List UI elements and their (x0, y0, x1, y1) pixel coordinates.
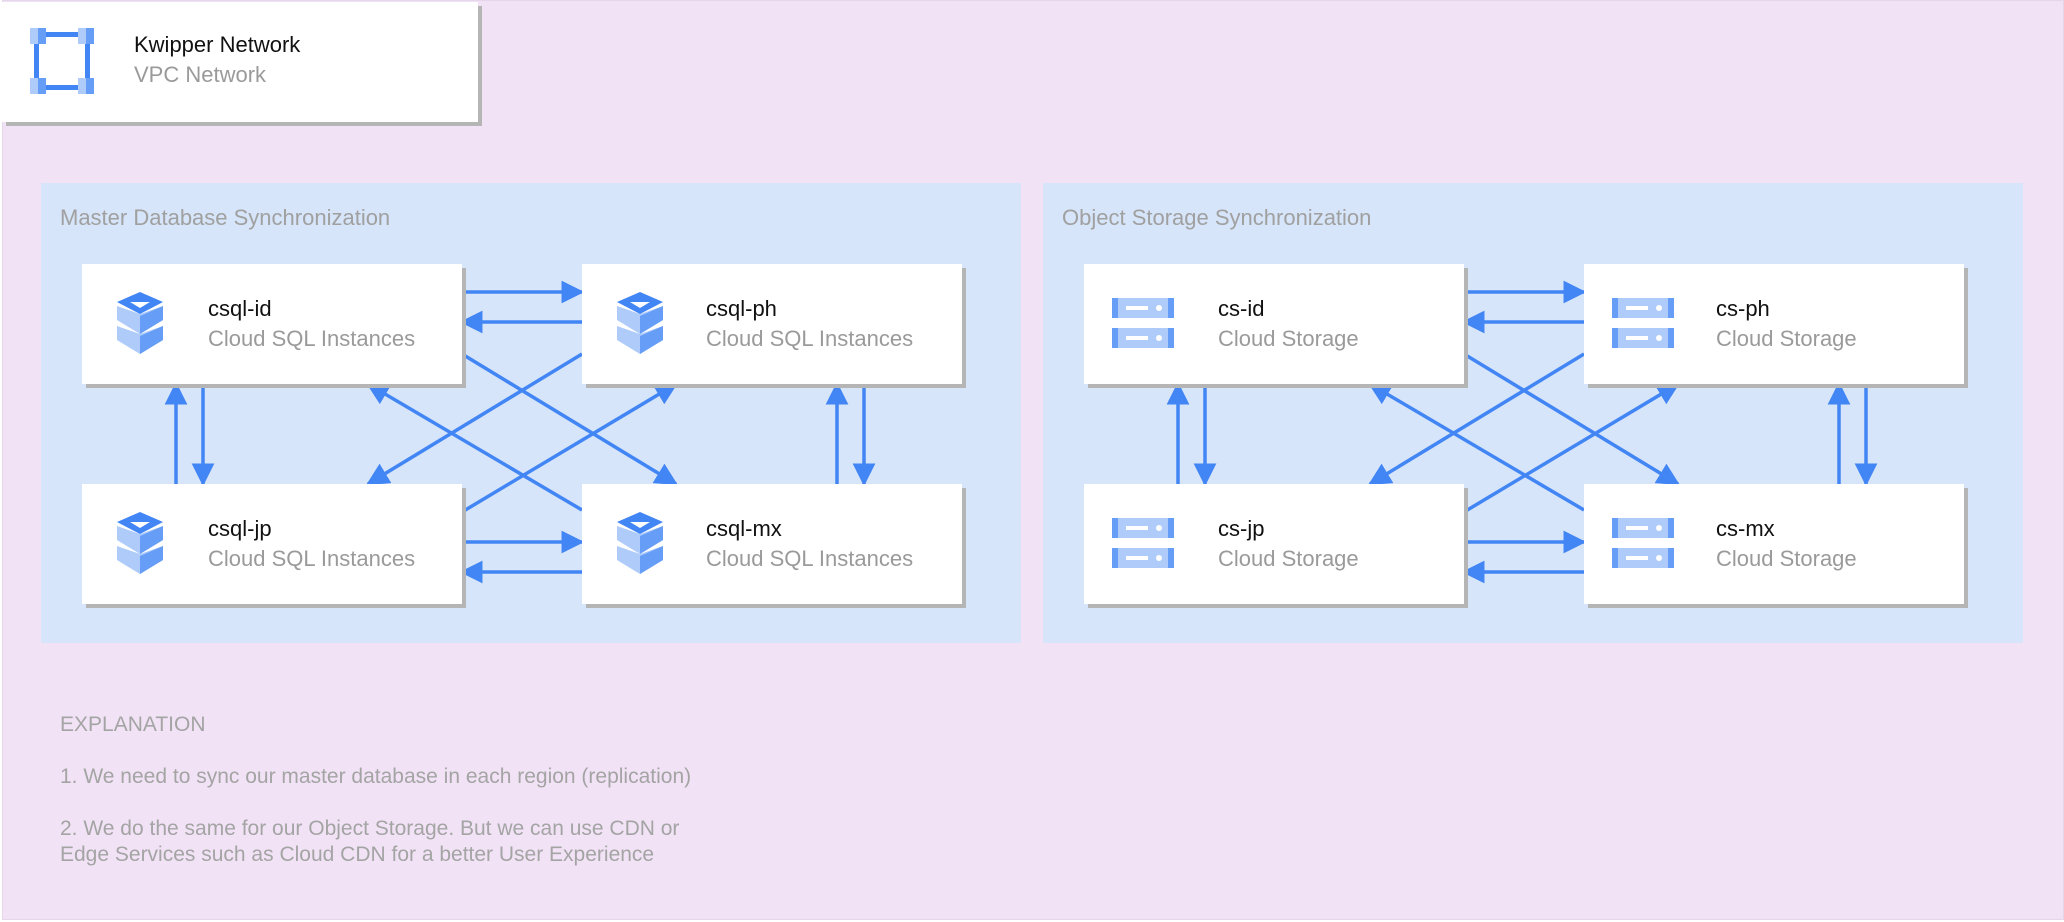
cloud-storage-icon (1612, 298, 1674, 348)
node-subtitle: Cloud Storage (1218, 546, 1359, 571)
node-subtitle: Cloud Storage (1716, 546, 1857, 571)
storage-arrow-mx-to-id (1368, 382, 1585, 512)
node-title: cs-mx (1716, 516, 1775, 541)
node-title: cs-ph (1716, 296, 1770, 321)
sql-arrow-mx-to-id (366, 382, 583, 512)
sql-arrow-jp-to-ph (461, 382, 678, 514)
explanation-heading: EXPLANATION (60, 713, 206, 736)
node-csql-mx[interactable]: csql-mx Cloud SQL Instances (582, 484, 962, 604)
sql-arrow-id-to-mx (461, 352, 678, 486)
vpc-network-subtitle: VPC Network (134, 62, 267, 87)
object-storage-group-label: Object Storage Synchronization (1062, 205, 1372, 230)
node-cs-mx[interactable]: cs-mx Cloud Storage (1584, 484, 1964, 604)
node-title: cs-id (1218, 296, 1265, 321)
node-csql-id[interactable]: csql-id Cloud SQL Instances (82, 264, 462, 384)
node-title: cs-jp (1218, 516, 1265, 541)
node-subtitle: Cloud SQL Instances (706, 546, 914, 571)
node-csql-jp[interactable]: csql-jp Cloud SQL Instances (82, 484, 462, 604)
storage-arrow-jp-to-ph (1463, 382, 1680, 514)
cloud-storage-icon (1112, 518, 1174, 568)
node-subtitle: Cloud Storage (1218, 326, 1359, 351)
cloud-storage-icon (1612, 518, 1674, 568)
cloud-sql-icon (617, 512, 663, 574)
storage-arrow-ph-to-jp (1368, 352, 1585, 486)
cloud-storage-icon (1112, 298, 1174, 348)
node-subtitle: Cloud SQL Instances (208, 326, 416, 351)
sql-arrow-ph-to-jp (366, 352, 583, 486)
node-title: csql-ph (706, 296, 777, 321)
node-cs-ph[interactable]: cs-ph Cloud Storage (1584, 264, 1964, 384)
node-title: csql-id (208, 296, 272, 321)
node-subtitle: Cloud SQL Instances (208, 546, 416, 571)
node-title: csql-jp (208, 516, 272, 541)
cloud-sql-icon (117, 292, 163, 354)
cloud-sql-icon (617, 292, 663, 354)
explanation-item-2-line-1: 2. We do the same for our Object Storage… (60, 817, 680, 840)
node-title: csql-mx (706, 516, 782, 541)
node-cs-id[interactable]: cs-id Cloud Storage (1084, 264, 1464, 384)
vpc-network-card[interactable]: Kwipper Network VPC Network (2, 2, 478, 122)
master-database-group-label: Master Database Synchronization (60, 205, 391, 230)
vpc-network-icon (30, 28, 94, 94)
node-csql-ph[interactable]: csql-ph Cloud SQL Instances (582, 264, 962, 384)
node-cs-jp[interactable]: cs-jp Cloud Storage (1084, 484, 1464, 604)
cloud-sql-icon (117, 512, 163, 574)
explanation-item-2-line-2: Edge Services such as Cloud CDN for a be… (60, 843, 655, 866)
explanation-item-1: 1. We need to sync our master database i… (60, 765, 692, 788)
vpc-network-title: Kwipper Network (134, 32, 301, 57)
node-subtitle: Cloud Storage (1716, 326, 1857, 351)
node-subtitle: Cloud SQL Instances (706, 326, 914, 351)
storage-arrow-id-to-mx (1463, 352, 1680, 486)
